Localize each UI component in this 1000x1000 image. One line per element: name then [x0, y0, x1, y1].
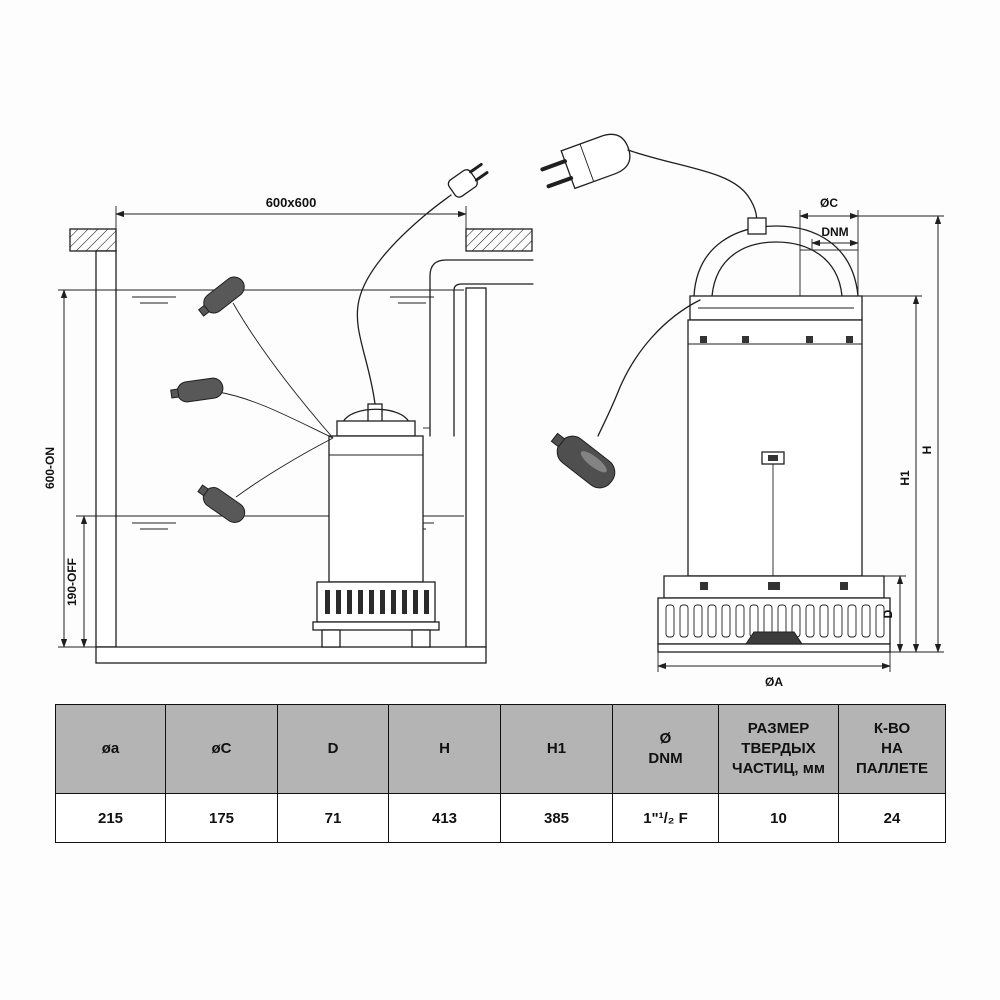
- pump-top-cap: [689, 295, 863, 321]
- dia-c-label: ØC: [820, 196, 838, 210]
- float-switch: [550, 432, 616, 489]
- plug-cable: [627, 149, 758, 227]
- off-level-label: 190-OFF: [65, 558, 79, 606]
- off-level-dimension: 190-OFF: [65, 515, 118, 648]
- on-level-label: 600-ON: [43, 447, 57, 489]
- table-header-cell: D: [277, 704, 389, 794]
- strainer-slots: [325, 590, 429, 614]
- table-header-cell: øC: [165, 704, 278, 794]
- table-value-cell: 1"¹/₂ F: [612, 793, 719, 843]
- power-cable: [356, 194, 452, 405]
- pit-walls: [95, 250, 487, 664]
- table-value-cell: 385: [500, 793, 613, 843]
- mains-plug-icon: [540, 133, 631, 190]
- table-header-cell: H: [388, 704, 501, 794]
- ground-section: [69, 228, 533, 252]
- table-header-cell: H1: [500, 704, 613, 794]
- on-level-dimension: 600-ON: [43, 289, 118, 648]
- power-plug-icon: [447, 162, 489, 198]
- pump-side-view: [312, 403, 440, 648]
- h-label: H: [920, 446, 934, 455]
- table-header-cell: øa: [55, 704, 166, 794]
- dimensions-view: ØC DNM: [540, 133, 944, 689]
- dimensions-table: øa øC D H H1 Ø DNM РАЗМЕР ТВЕРДЫХ ЧАСТИЦ…: [55, 704, 946, 843]
- dnm-label: DNM: [821, 225, 848, 239]
- discharge-pipe: [423, 259, 534, 437]
- pit-dimension-label: 600x600: [266, 195, 317, 210]
- d-label: D: [881, 609, 895, 618]
- h1-dimension: H1: [862, 295, 922, 653]
- pit-width-dimension: 600x600: [115, 195, 467, 229]
- table-value-cell: 413: [388, 793, 501, 843]
- pump-technical-drawing: 600x600 600-ON: [43, 133, 944, 689]
- installation-view: 600x600 600-ON: [43, 162, 534, 664]
- discharge-dimensions: ØC DNM: [799, 196, 859, 297]
- pump-handle: [693, 217, 859, 297]
- dia-a-dimension: ØA: [657, 652, 891, 689]
- dia-a-label: ØA: [765, 675, 783, 689]
- table-value-cell: 215: [55, 793, 166, 843]
- h-dimension: H: [858, 215, 944, 653]
- table-value-cell: 175: [165, 793, 278, 843]
- float-switch-up: [197, 276, 245, 317]
- table-value-cell: 71: [277, 793, 389, 843]
- float-cable: [597, 299, 701, 437]
- table-header-cell: Ø DNM: [612, 704, 719, 794]
- table-value-row: 215 175 71 413 385 1"¹/₂ F 10 24: [55, 793, 946, 843]
- dimensions-table-wrap: øa øC D H H1 Ø DNM РАЗМЕР ТВЕРДЫХ ЧАСТИЦ…: [55, 704, 946, 843]
- h1-label: H1: [898, 470, 912, 486]
- table-header-cell: РАЗМЕР ТВЕРДЫХ ЧАСТИЦ, мм: [718, 704, 839, 794]
- pump-base: [657, 575, 891, 653]
- float-switch-mid: [170, 377, 224, 403]
- table-header-cell: К-ВО НА ПАЛЛЕТЕ: [838, 704, 946, 794]
- table-value-cell: 24: [838, 793, 946, 843]
- table-header-row: øa øC D H H1 Ø DNM РАЗМЕР ТВЕРДЫХ ЧАСТИЦ…: [55, 704, 946, 794]
- pump-body: [687, 319, 863, 577]
- float-switch-down: [197, 484, 246, 523]
- float-switch-cables: [217, 302, 334, 498]
- table-value-cell: 10: [718, 793, 839, 843]
